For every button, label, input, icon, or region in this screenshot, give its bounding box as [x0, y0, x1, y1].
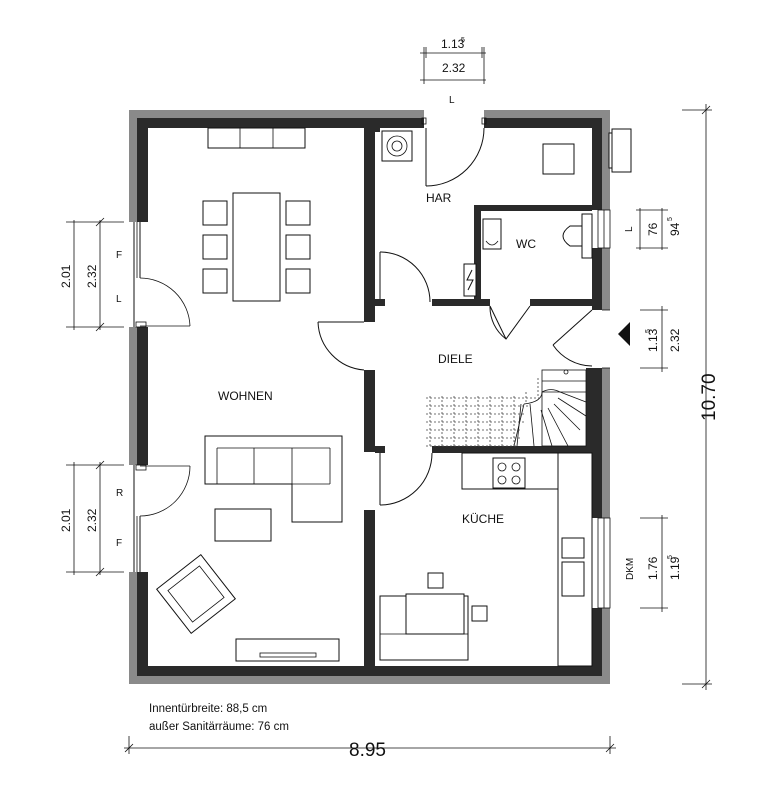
kueche-furniture — [379, 452, 593, 667]
outer-walls — [129, 110, 610, 684]
svg-text:5: 5 — [667, 555, 674, 559]
windows — [133, 117, 611, 609]
note-sanitary-width: außer Sanitärräume: 76 cm — [149, 721, 289, 733]
sofa — [204, 435, 343, 523]
room-label-diele: DIELE — [438, 352, 473, 366]
dim-top-door: 1.13 — [441, 37, 465, 51]
dim-right-kitchen-a: 1.76 — [646, 556, 660, 580]
dim-top-opening: 2.32 — [442, 61, 466, 75]
dim-right-kitchen-b: 1.19 — [668, 556, 682, 580]
svg-text:DKM: DKM — [625, 558, 636, 580]
svg-text:5: 5 — [645, 329, 652, 333]
har-furniture — [381, 130, 575, 175]
dim-total-width: 8.95 — [349, 740, 386, 761]
room-label-wohnen: WOHNEN — [218, 389, 273, 403]
svg-text:L: L — [624, 226, 635, 232]
svg-text:R: R — [116, 488, 123, 499]
wc-furniture — [463, 213, 593, 297]
room-label-wc: WC — [516, 237, 536, 251]
room-label-kueche: KÜCHE — [462, 512, 504, 526]
dim-total-height: 10.70 — [699, 373, 720, 421]
svg-text:5: 5 — [461, 37, 465, 44]
staircase — [426, 369, 587, 448]
dim-right-wc-b: 94 — [668, 222, 682, 236]
svg-text:L: L — [449, 95, 455, 106]
entrance-arrow-icon — [618, 322, 630, 346]
dimension-lines: 1.13 5 2.32 L 2.01 2.32 F L 2.01 2.32 R … — [59, 37, 720, 761]
dim-left-win2-outer: 2.32 — [85, 508, 99, 532]
dim-right-door-b: 2.32 — [668, 328, 682, 352]
svg-text:L: L — [116, 294, 122, 305]
dim-right-door-a: 1.13 — [646, 328, 660, 352]
room-labels: HAR WC DIELE WOHNEN KÜCHE — [218, 191, 536, 526]
dim-left-win2-inner: 2.01 — [59, 508, 73, 532]
note-door-width: Innentürbreite: 88,5 cm — [149, 703, 267, 715]
svg-text:F: F — [116, 250, 122, 261]
dim-left-win1-inner: 2.01 — [59, 264, 73, 288]
interior-walls — [364, 128, 592, 666]
dim-right-wc-a: 76 — [646, 222, 660, 236]
dining-table — [232, 192, 281, 302]
svg-text:F: F — [116, 538, 122, 549]
wohnen-furniture — [155, 127, 343, 662]
svg-text:5: 5 — [667, 217, 674, 221]
exterior-items — [608, 128, 632, 346]
dim-left-win1-outer: 2.32 — [85, 264, 99, 288]
notes: Innentürbreite: 88,5 cm außer Sanitärräu… — [149, 703, 289, 733]
door-swings — [139, 127, 593, 517]
room-label-har: HAR — [426, 191, 452, 205]
